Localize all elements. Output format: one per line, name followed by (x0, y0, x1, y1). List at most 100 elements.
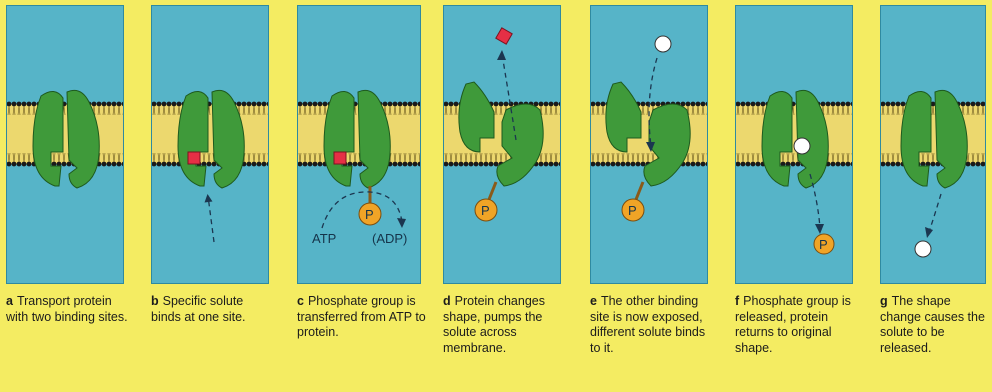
lipid-head (741, 162, 746, 167)
lipid-head (971, 102, 976, 107)
lipid-head (841, 102, 846, 107)
lipid-head (12, 162, 17, 167)
lipid-head (62, 162, 67, 167)
phosphate-label: P (481, 203, 490, 218)
diagram-f (736, 6, 853, 284)
caption-text: The other binding site is now exposed, d… (590, 294, 705, 355)
lipid-head (303, 102, 308, 107)
lipid-head (474, 162, 479, 167)
lipid-head (157, 162, 162, 167)
lipid-head (886, 162, 891, 167)
diagram-b (152, 6, 269, 284)
white-solute (915, 241, 931, 257)
lipid-head (167, 162, 172, 167)
lipid-head (601, 162, 606, 167)
lipid-head (17, 162, 22, 167)
lipid-head (167, 102, 172, 107)
lipid-head (831, 162, 836, 167)
caption-c: cPhosphate group is transferred from ATP… (297, 294, 427, 341)
red-solute (496, 28, 512, 44)
lipid-head (17, 102, 22, 107)
lipid-head (393, 162, 398, 167)
lipid-head (756, 102, 761, 107)
lipid-head (846, 162, 851, 167)
diagram-g (881, 6, 986, 284)
panel-d: P (443, 5, 561, 284)
lipid-head (836, 162, 841, 167)
lipid-head (841, 162, 846, 167)
lipid-head (961, 102, 966, 107)
lipid-tail (560, 106, 561, 115)
lipid-head (746, 162, 751, 167)
lipid-head (408, 162, 413, 167)
lipid-head (746, 102, 751, 107)
lipid-head (966, 102, 971, 107)
lipid-head (27, 102, 32, 107)
lipid-head (831, 102, 836, 107)
lipid-head (403, 102, 408, 107)
lipid-head (691, 162, 696, 167)
lipid-tail (707, 153, 708, 162)
lipid-head (262, 102, 267, 107)
panel-a (6, 5, 124, 284)
lipid-head (554, 102, 559, 107)
caption-text: Protein changes shape, pumps the solute … (443, 294, 545, 355)
lipid-head (262, 162, 267, 167)
caption-letter: c (297, 294, 304, 308)
lipid-head (102, 162, 107, 167)
lipid-head (494, 102, 499, 107)
lipid-head (901, 102, 906, 107)
lipid-head (353, 162, 358, 167)
lipid-head (172, 102, 177, 107)
lipid-head (976, 162, 981, 167)
panel-e: P (590, 5, 708, 284)
lipid-head (741, 102, 746, 107)
phosphate-label: P (628, 203, 637, 218)
lipid-head (413, 102, 418, 107)
lipid-head (464, 162, 469, 167)
panel-b (151, 5, 269, 284)
caption-letter: a (6, 294, 13, 308)
lipid-head (981, 162, 986, 167)
lipid-head (896, 162, 901, 167)
lipid-head (308, 102, 313, 107)
lipid-head (22, 162, 27, 167)
caption-text: The shape change causes the solute to be… (880, 294, 985, 355)
lipid-head (696, 102, 701, 107)
lipid-head (621, 162, 626, 167)
lipid-head (207, 162, 212, 167)
lipid-head (117, 162, 122, 167)
lipid-head (606, 162, 611, 167)
lipid-head (651, 102, 656, 107)
lipid-head (252, 102, 257, 107)
lipid-tail (123, 106, 124, 115)
caption-e: eThe other binding site is now exposed, … (590, 294, 712, 356)
lipid-head (976, 102, 981, 107)
lipid-head (846, 102, 851, 107)
lipid-head (97, 102, 102, 107)
lipid-head (92, 102, 97, 107)
lipid-tail (123, 153, 124, 162)
lipid-tail (268, 106, 269, 115)
protein-left-half (901, 91, 931, 186)
lipid-head (751, 162, 756, 167)
lipid-head (791, 162, 796, 167)
lipid-head (761, 102, 766, 107)
lipid-head (398, 162, 403, 167)
lipid-head (408, 102, 413, 107)
caption-text: Phosphate group is released, protein ret… (735, 294, 851, 355)
lipid-head (596, 162, 601, 167)
lipid-head (701, 162, 706, 167)
caption-letter: b (151, 294, 159, 308)
lipid-head (696, 162, 701, 167)
lipid-head (686, 162, 691, 167)
phosphate-label: P (819, 237, 828, 252)
white-solute (655, 36, 671, 52)
lipid-head (257, 162, 262, 167)
caption-text: Transport protein with two binding sites… (6, 294, 128, 324)
lipid-head (626, 162, 631, 167)
lipid-head (601, 102, 606, 107)
lipid-head (308, 162, 313, 167)
lipid-head (821, 102, 826, 107)
